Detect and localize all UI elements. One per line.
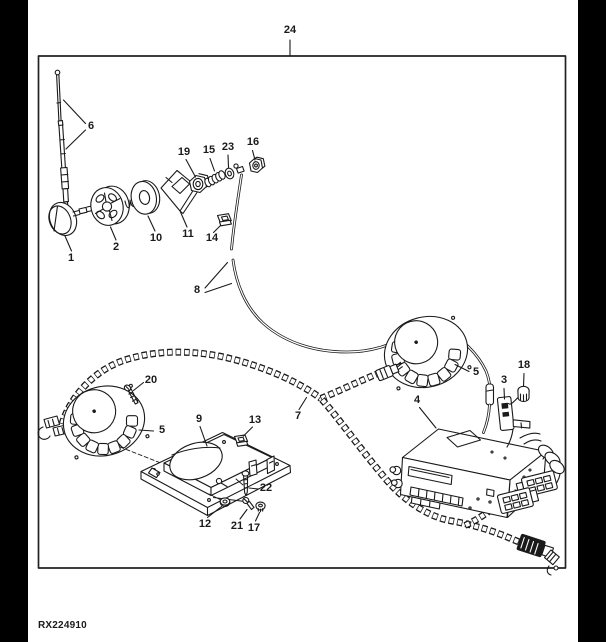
bracket-and-knob-drawing xyxy=(496,385,531,448)
callout-18: 18 xyxy=(517,359,531,371)
callout-3: 3 xyxy=(500,374,508,386)
callout-5-right: 5 xyxy=(472,366,480,378)
callout-13: 13 xyxy=(248,414,262,426)
radio-drawing xyxy=(389,428,565,576)
callout-5-left: 5 xyxy=(158,424,166,436)
speaker-plug-drawing xyxy=(375,361,403,382)
callout-4: 4 xyxy=(413,394,421,406)
callout-21: 21 xyxy=(230,520,244,532)
antenna-assembly-drawing xyxy=(48,69,266,237)
callout-16: 16 xyxy=(246,136,260,148)
callout-17: 17 xyxy=(247,522,261,534)
figure-code: RX224910 xyxy=(38,620,87,631)
callout-12: 12 xyxy=(198,518,212,530)
antenna-cable-drawing xyxy=(230,173,410,354)
callout-9: 9 xyxy=(195,413,203,425)
callout-10: 10 xyxy=(149,232,163,244)
diagram-frame xyxy=(37,55,567,569)
right-speaker-drawing xyxy=(383,315,472,391)
scan-black-bar-right xyxy=(578,0,606,642)
callout-19: 19 xyxy=(177,146,191,158)
callout-7: 7 xyxy=(294,410,302,422)
callout-6: 6 xyxy=(87,120,95,132)
callout-14: 14 xyxy=(205,232,219,244)
mounting-plate-drawing xyxy=(119,431,292,517)
scan-black-bar-left xyxy=(0,0,28,642)
callout-23: 23 xyxy=(221,141,235,153)
fasteners-drawing xyxy=(123,384,266,513)
left-speaker-drawing xyxy=(62,383,150,460)
callout-22: 22 xyxy=(259,482,273,494)
callout-15: 15 xyxy=(202,144,216,156)
callout-8: 8 xyxy=(193,284,201,296)
callout-2: 2 xyxy=(112,241,120,253)
callout-leader-lines xyxy=(62,39,525,522)
callout-11: 11 xyxy=(182,228,194,240)
callout-1: 1 xyxy=(67,252,75,264)
callout-20: 20 xyxy=(144,374,158,386)
callout-24: 24 xyxy=(283,24,297,36)
